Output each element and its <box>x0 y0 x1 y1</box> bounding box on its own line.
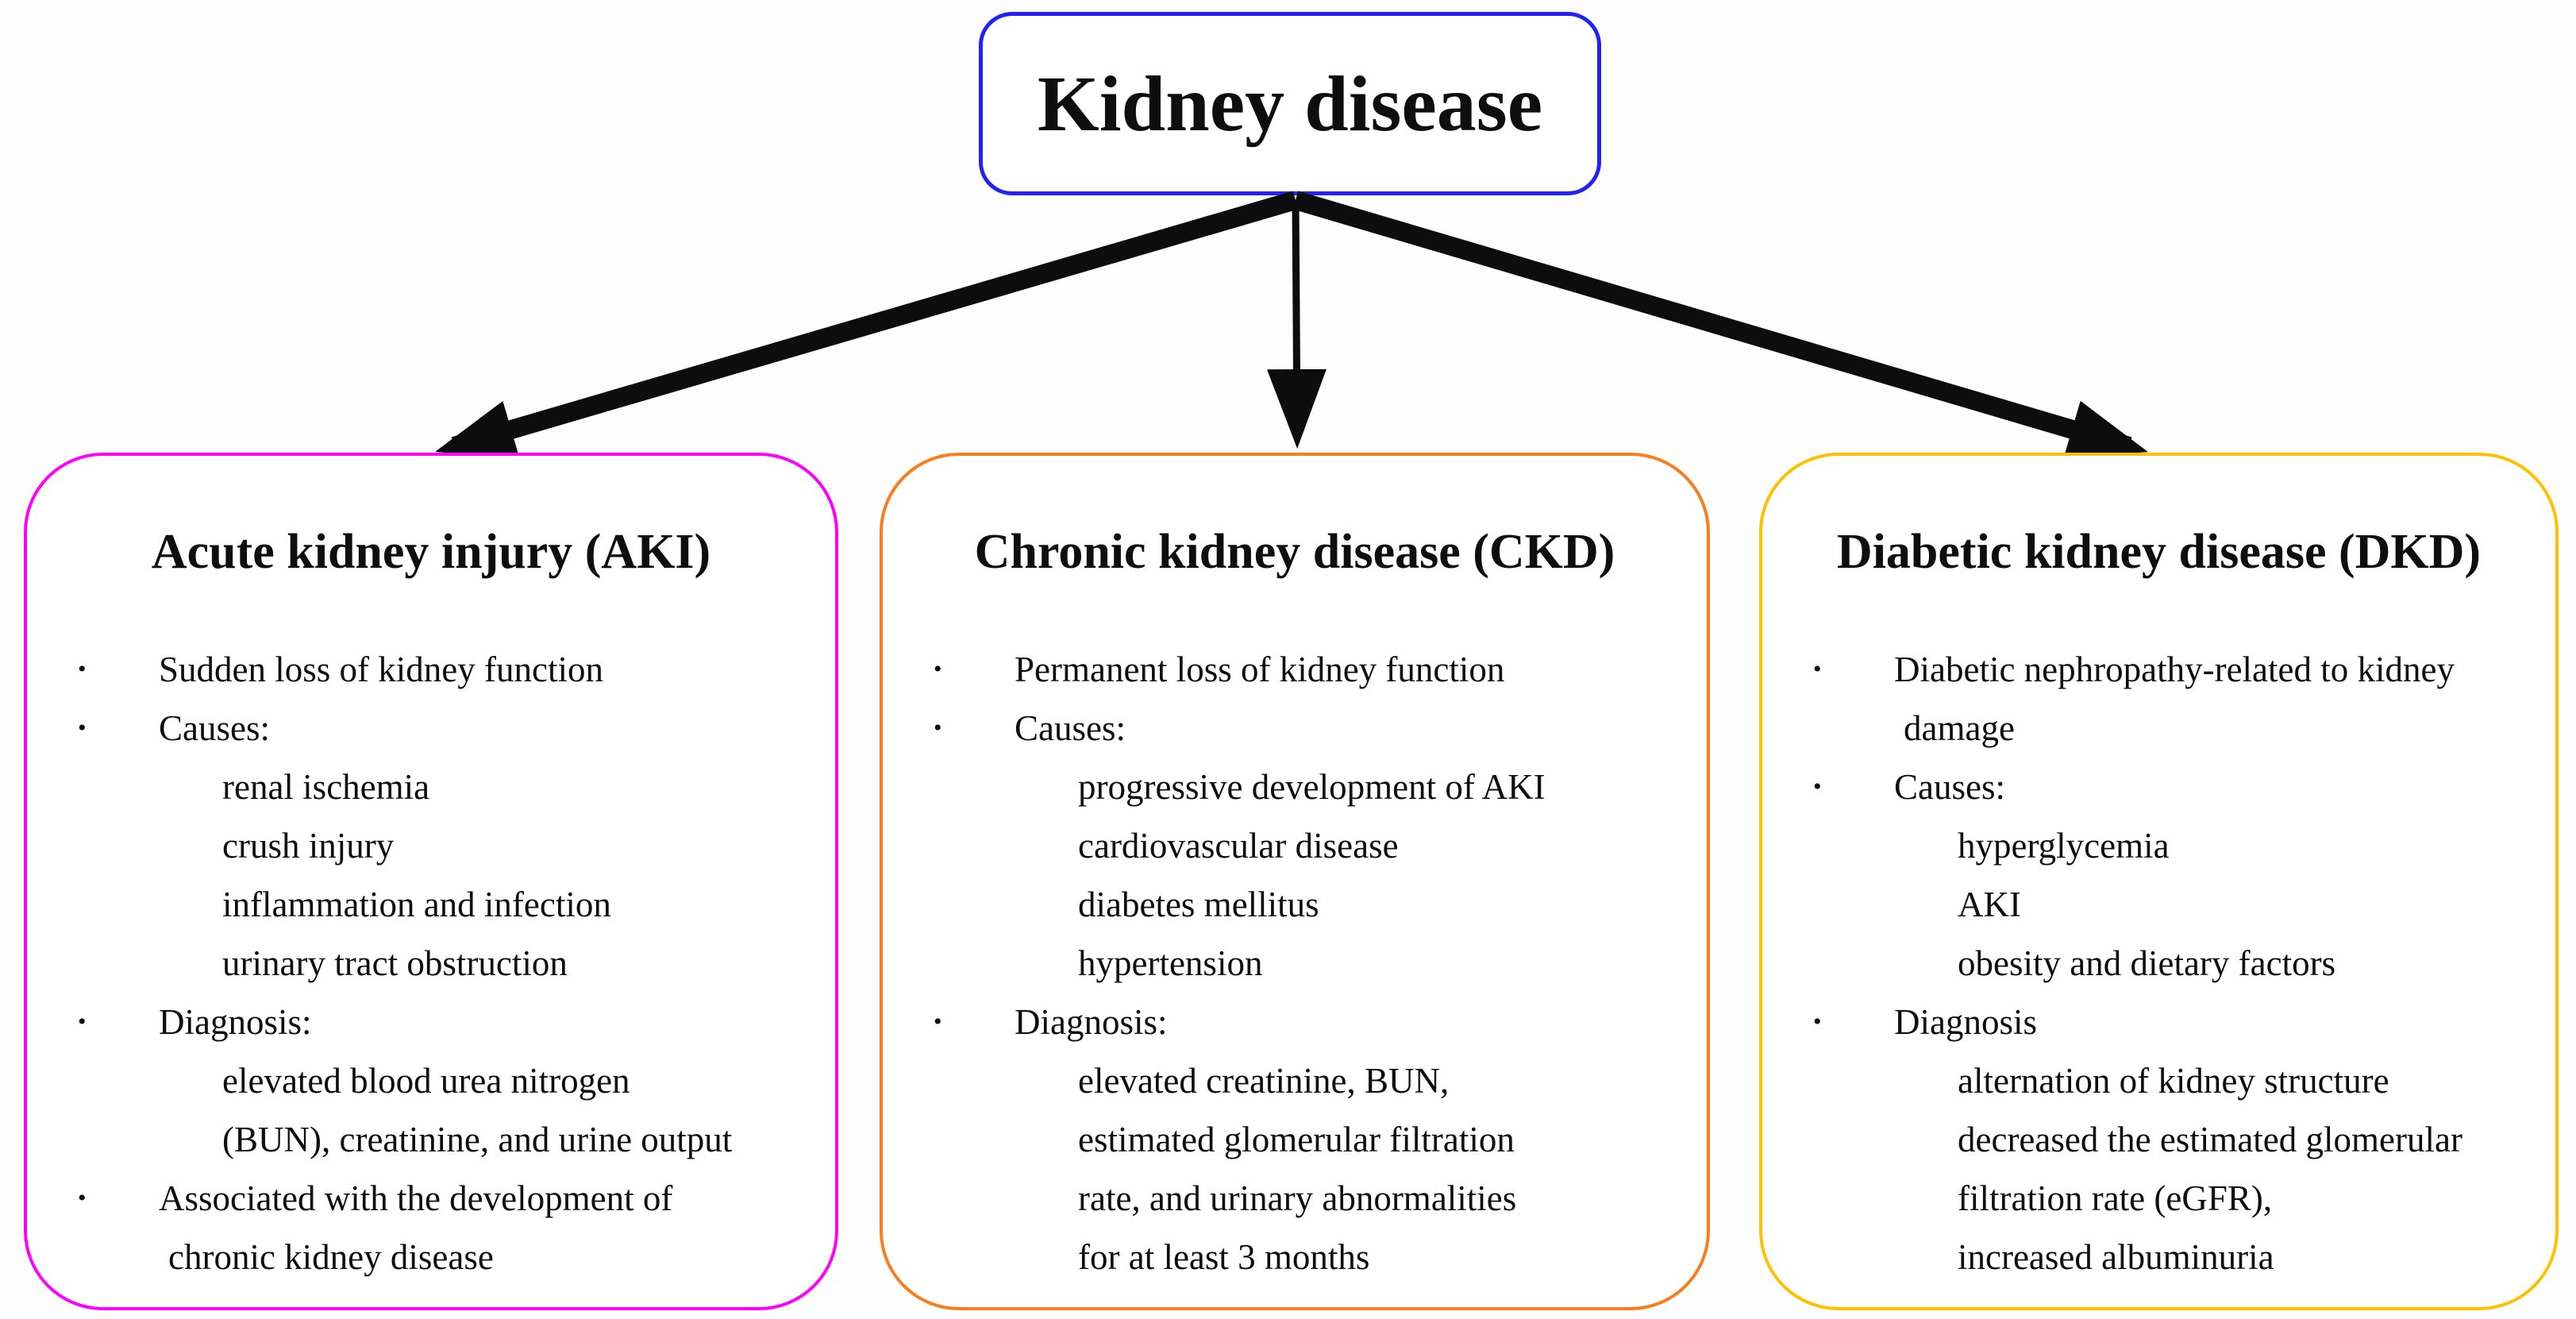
card-aki-list: •Sudden loss of kidney function •Causes:… <box>27 640 835 1286</box>
list-item: rate, and urinary abnormalities <box>1078 1178 1517 1218</box>
list-item: (BUN), creatinine, and urine output <box>222 1119 733 1159</box>
card-title-ckd: Chronic kidney disease (CKD) <box>974 525 1615 579</box>
list-item: •Diagnosis: <box>78 1001 312 1042</box>
list-item: •Permanent loss of kidney function <box>934 649 1505 689</box>
list-item: elevated creatinine, BUN, <box>1078 1060 1450 1101</box>
list-item: chronic kidney disease <box>168 1236 494 1277</box>
bullet-icon: • <box>934 1009 942 1035</box>
bullet-icon: • <box>1813 773 1822 800</box>
card-aki: Acute kidney injury (AKI) •Sudden loss o… <box>24 453 838 1310</box>
list-item: •Diagnosis <box>1813 1001 2037 1042</box>
page-title: Kidney disease <box>1037 60 1543 148</box>
list-item: hyperglycemia <box>1958 825 2170 866</box>
list-item: for at least 3 months <box>1078 1236 1370 1277</box>
list-item: hypertension <box>1078 943 1263 983</box>
list-item: AKI <box>1958 884 2021 924</box>
root-node-kidney-disease: Kidney disease <box>979 12 1601 195</box>
card-ckd-list: •Permanent loss of kidney function •Caus… <box>883 640 1707 1286</box>
arrow-to-dkd <box>1292 191 2148 458</box>
bullet-icon: • <box>78 1009 87 1035</box>
list-item: estimated glomerular filtration <box>1078 1119 1515 1159</box>
arrow-to-ckd <box>1266 199 1327 449</box>
list-item: •Diabetic nephropathy-related to kidney <box>1813 649 2455 689</box>
list-item: crush injury <box>222 825 395 866</box>
list-item: •Causes: <box>78 708 270 748</box>
bullet-icon: • <box>1813 1009 1822 1035</box>
arrow-to-aki <box>435 191 1299 458</box>
bullet-icon: • <box>1813 656 1822 682</box>
list-item: alternation of kidney structure <box>1958 1060 2389 1101</box>
bullet-icon: • <box>78 656 87 682</box>
list-item: •Causes: <box>1813 766 2005 807</box>
bullet-icon: • <box>934 656 942 682</box>
list-item: progressive development of AKI <box>1078 766 1546 807</box>
list-item: inflammation and infection <box>222 884 611 924</box>
list-item: decreased the estimated glomerular <box>1958 1119 2462 1159</box>
bullet-icon: • <box>934 715 942 741</box>
list-item: obesity and dietary factors <box>1958 943 2336 983</box>
list-item: •Associated with the development of <box>78 1178 673 1218</box>
list-item: filtration rate (eGFR), <box>1958 1178 2273 1218</box>
list-item: cardiovascular disease <box>1078 825 1399 866</box>
list-item: urinary tract obstruction <box>222 943 568 983</box>
list-item: •Causes: <box>934 708 1126 748</box>
card-dkd-list: •Diabetic nephropathy-related to kidney … <box>1762 640 2555 1286</box>
list-item: elevated blood urea nitrogen <box>222 1060 630 1101</box>
card-ckd: Chronic kidney disease (CKD) •Permanent … <box>880 453 1710 1310</box>
list-item: increased albuminuria <box>1958 1236 2274 1277</box>
card-dkd: Diabetic kidney disease (DKD) •Diabetic … <box>1759 453 2559 1310</box>
card-title-aki: Acute kidney injury (AKI) <box>151 525 711 579</box>
bullet-icon: • <box>78 715 87 741</box>
list-item: •Diagnosis: <box>934 1001 1168 1042</box>
list-item: damage <box>1904 708 2015 748</box>
list-item: diabetes mellitus <box>1078 884 1319 924</box>
card-title-dkd: Diabetic kidney disease (DKD) <box>1836 525 2482 579</box>
list-item: renal ischemia <box>222 766 430 807</box>
list-item: •Sudden loss of kidney function <box>78 649 603 689</box>
bullet-icon: • <box>78 1185 87 1211</box>
